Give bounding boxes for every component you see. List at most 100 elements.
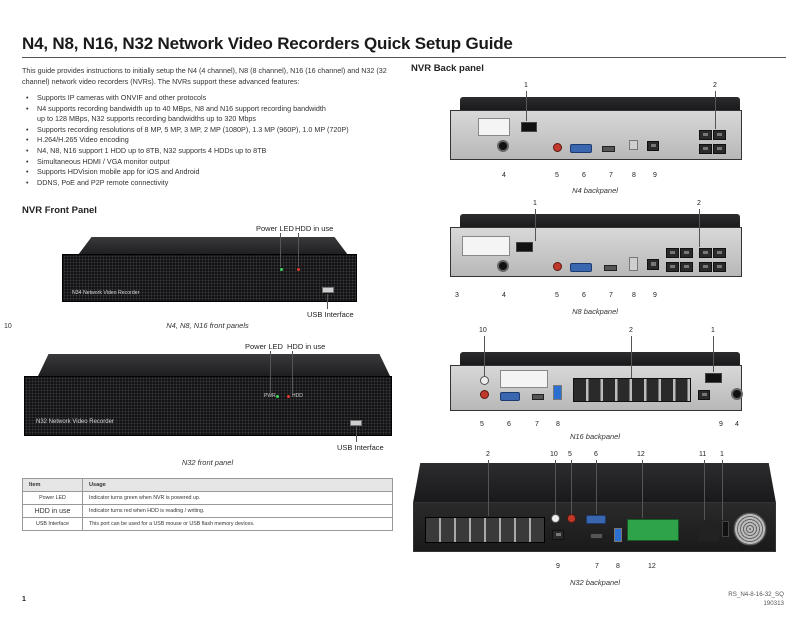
dc-power-icon [731,388,743,400]
hdmi-port-icon [532,394,544,400]
document-date-line: 190313 [763,599,784,607]
nvr-top-cover [413,463,776,503]
callout-number: 12 [637,451,645,458]
vga-port-icon [570,144,592,153]
audio-port-icon [553,262,562,271]
hdmi-port-icon [602,146,615,152]
leader-line [704,460,705,520]
nvr-top-cover [38,354,390,376]
usb-port-icon [629,257,638,271]
nvr-top-cover [460,352,740,366]
table-cell: Indicator turns red when HDD is reading … [82,504,393,518]
feature-item: N4 supports recording bandwidth up to 40… [26,104,326,125]
callout-number: 7 [609,172,613,179]
callout-number: 6 [507,421,511,428]
intro-paragraph: This guide provides instructions to init… [22,66,387,86]
poe-port-icon [666,262,679,272]
usb-port-icon [629,140,638,150]
n16-caption: N16 backpanel [569,432,621,441]
hdmi-port-icon [604,265,617,271]
leader-line [642,460,643,518]
leader-line [631,336,632,378]
callout-number: 9 [653,172,657,179]
nvr-top-cover [460,214,740,228]
n32-caption: N32 backpanel [569,578,621,587]
vga-port-icon [500,392,520,401]
callout-number: 1 [711,327,715,334]
callout-number: 1 [533,200,537,207]
feature-item: DDNS, PoE and P2P remote connectivity [26,178,396,189]
callout-number: 6 [582,292,586,299]
callout-number: 7 [609,292,613,299]
leader-line [699,209,700,247]
table-cell: USB Interface [22,517,83,531]
hdd-label: HDD [292,393,303,399]
poe-port-icon [699,248,712,258]
title-divider [22,57,786,58]
callout-number: 5 [555,292,559,299]
ac-power-inlet-icon [699,521,719,541]
poe-port-icon [713,130,726,140]
vga-port-icon [570,263,592,272]
callout-number: 5 [480,421,484,428]
front-panel-table: Item Usage Power LED Indicator turns gre… [22,478,393,531]
callout-number: 4 [502,292,506,299]
nvr-top-cover [460,97,740,111]
nvr-front-face [62,254,357,302]
rating-label [462,236,510,256]
power-led-callout: Power LED [256,224,294,233]
vga-port-icon [586,515,606,524]
callout-number: 4 [502,172,506,179]
leader-line [356,427,357,442]
callout-number: 8 [632,292,636,299]
poe-port-icon [713,248,726,258]
n8-caption: N8 backpanel [572,307,618,316]
callout-number: 11 [699,451,707,458]
lan-port-icon [647,259,659,270]
callout-number: 7 [595,563,599,570]
callout-number: 1 [720,451,724,458]
leader-line [292,351,293,393]
feature-item: Supports IP cameras with ONVIF and other… [26,93,396,104]
poe-port-icon [666,248,679,258]
leader-line [713,336,714,372]
poe-port-icon [699,130,712,140]
page-number: 1 [22,596,26,603]
leader-line [596,460,597,514]
callout-number: 9 [719,421,723,428]
feature-item: Supports recording resolutions of 8 MP, … [26,125,396,136]
side-page-number: 10 [4,323,12,330]
poe-port-icon [680,248,693,258]
leader-line [715,91,716,129]
table-row: USB Interface This port can be used for … [22,517,393,531]
callout-number: 2 [697,200,701,207]
hdd-callout: HDD in use [287,342,326,351]
table-row: Power LED Indicator turns green when NVR… [22,491,393,505]
leader-line [327,294,328,309]
callout-number: 4 [735,421,739,428]
leader-line [488,460,489,516]
fan-icon [733,512,767,546]
callout-number: 2 [629,327,633,334]
front-large-caption: N32 front panel [181,458,234,467]
power-switch-icon [521,122,537,132]
hdmi-port-icon [590,533,603,539]
front-panel-heading: NVR Front Panel [22,205,97,216]
feature-list: Supports IP cameras with ONVIF and other… [26,93,396,188]
table-cell: Indicator turns green when NVR is powere… [82,491,393,505]
table-header: Item [22,478,83,492]
nvr-brand-label: N34 Network Video Recorder [72,290,140,296]
table-cell: This port can be used for a USB mouse or… [82,517,393,531]
leader-line [571,460,572,514]
lan-port-icon [647,141,659,151]
table-row: HDD in use Indicator turns red when HDD … [22,504,393,518]
leader-line [526,91,527,121]
callout-number: 10 [479,327,487,334]
callout-number: 8 [632,172,636,179]
alarm-terminal-block [627,519,679,541]
leader-line [298,233,299,267]
feature-item: H.264/H.265 Video encoding [26,135,396,146]
poe-port-icon [713,144,726,154]
audio-out-icon [567,514,576,523]
table-cell: Power LED [22,491,83,505]
